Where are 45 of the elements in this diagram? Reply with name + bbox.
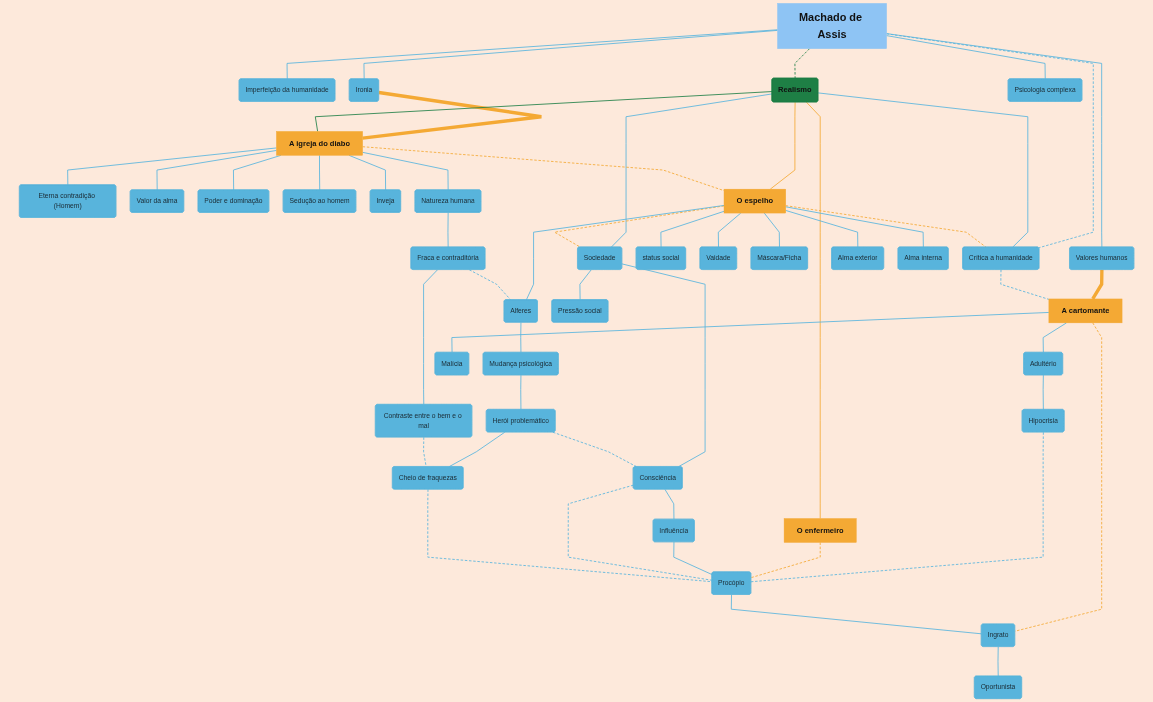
connector xyxy=(362,90,543,140)
connector xyxy=(785,206,924,248)
connector xyxy=(451,312,1050,353)
connector xyxy=(785,210,859,248)
connector xyxy=(520,374,522,410)
connector xyxy=(67,147,277,186)
connector xyxy=(785,205,987,248)
connector xyxy=(314,91,773,132)
node-box: Machado de Assis xyxy=(777,3,887,49)
connector xyxy=(156,150,277,191)
connector xyxy=(664,488,675,520)
connector xyxy=(447,212,449,248)
connector xyxy=(520,322,522,353)
connector xyxy=(579,269,592,301)
connector xyxy=(362,151,449,191)
connector xyxy=(610,93,773,248)
connector xyxy=(717,212,742,248)
connector xyxy=(886,35,1046,80)
connector xyxy=(423,269,438,405)
connector xyxy=(318,154,321,191)
connector xyxy=(362,146,725,192)
connector xyxy=(769,101,796,190)
connector xyxy=(554,205,725,248)
connector xyxy=(730,594,982,635)
connector xyxy=(363,29,778,80)
connector xyxy=(750,431,1044,583)
connector xyxy=(1014,322,1102,632)
connector xyxy=(1042,322,1067,353)
connector xyxy=(763,212,780,248)
connector xyxy=(286,29,778,80)
connector xyxy=(997,646,999,677)
connector xyxy=(794,48,810,79)
connector xyxy=(567,484,713,581)
connector xyxy=(448,431,506,468)
connector xyxy=(673,541,713,575)
connector xyxy=(817,92,1029,248)
connector xyxy=(750,542,821,579)
connector xyxy=(621,263,706,468)
connector xyxy=(660,210,725,248)
connector xyxy=(805,101,821,519)
connector xyxy=(468,269,511,301)
connector xyxy=(1091,269,1104,300)
connector xyxy=(1042,374,1044,410)
connector xyxy=(427,488,713,583)
connector xyxy=(525,205,725,301)
